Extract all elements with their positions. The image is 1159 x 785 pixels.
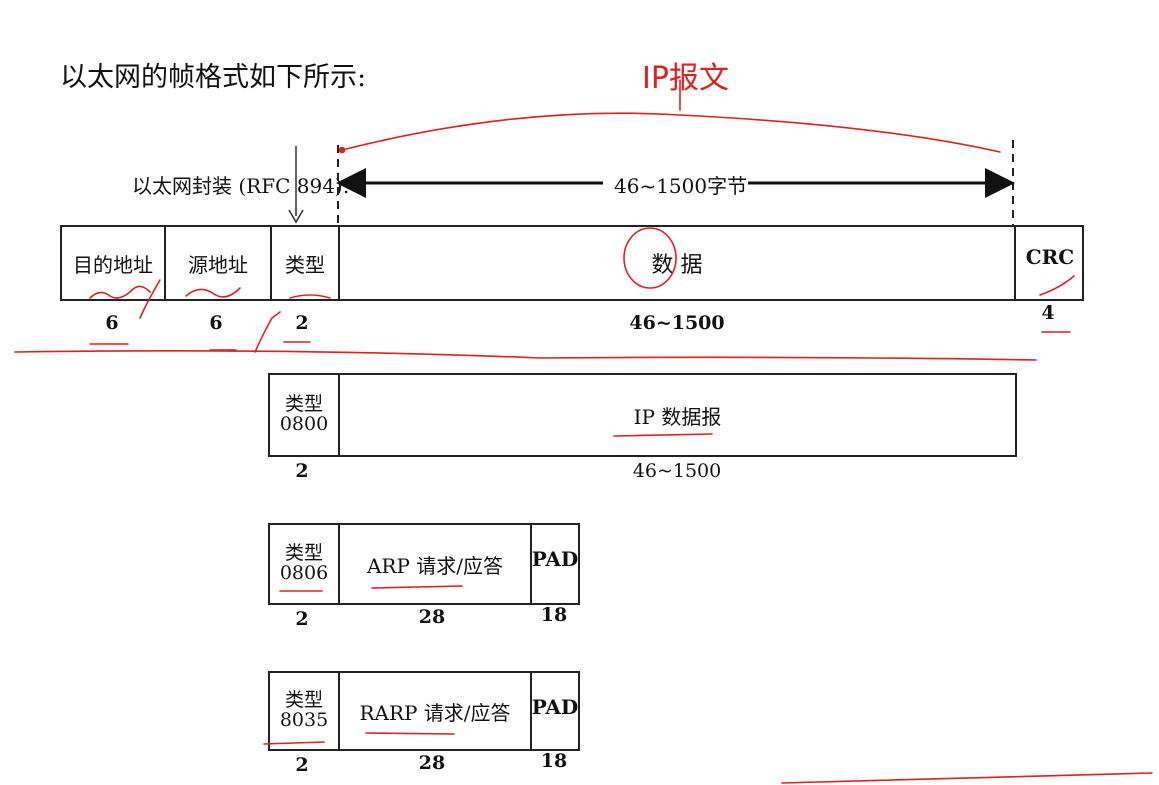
size-crc: 4 bbox=[1041, 302, 1055, 324]
rarp-type-label: 类型 bbox=[284, 689, 323, 712]
arp-type-cell: 类型 0806 bbox=[270, 525, 338, 603]
ethernet-frame: 目的地址 源地址 类型 数 据 CRC bbox=[60, 225, 1084, 301]
size-type: 2 bbox=[295, 312, 309, 334]
ip-type-cell: 类型 0800 bbox=[270, 375, 338, 455]
ip-payload: IP 数据报 bbox=[338, 375, 1015, 455]
size-src-address: 6 bbox=[209, 312, 223, 334]
size-data: 46~1500 bbox=[629, 312, 725, 334]
arp-pad: PAD bbox=[530, 525, 578, 603]
ip-type-label: 类型 bbox=[284, 393, 323, 416]
rarp-payload: RARP 请求/应答 bbox=[338, 673, 530, 749]
rarp-frame: 类型 8035 RARP 请求/应答 PAD bbox=[268, 671, 580, 751]
ip-datagram-frame: 类型 0800 IP 数据报 bbox=[268, 373, 1017, 457]
ip-packet-brace bbox=[341, 112, 1001, 153]
ip-type-code: 0800 bbox=[279, 413, 329, 435]
long-underline-1 bbox=[14, 350, 1037, 361]
field-dest-address: 目的地址 bbox=[73, 252, 153, 277]
field-type: 类型 bbox=[270, 227, 338, 299]
long-underline-2 bbox=[781, 772, 1153, 784]
ip-size-type: 2 bbox=[295, 460, 309, 482]
length-range-label: 46~1500字节 bbox=[608, 176, 754, 196]
field-data: 数 据 bbox=[338, 227, 1014, 299]
arp-payload: ARP 请求/应答 bbox=[338, 525, 530, 603]
ip-size-payload: 46~1500 bbox=[632, 460, 722, 482]
type-pointer-head bbox=[288, 209, 304, 224]
size-dest-address: 6 bbox=[105, 312, 119, 334]
rarp-type-code: 8035 bbox=[279, 709, 329, 731]
arp-size-pad: 18 bbox=[540, 604, 568, 626]
arp-type-label: 类型 bbox=[284, 542, 323, 565]
encapsulation-label: 以太网封装 (RFC 894): bbox=[132, 174, 350, 198]
arp-size-type: 2 bbox=[295, 608, 309, 630]
ip-packet-annotation: IP报文 bbox=[642, 61, 729, 96]
rarp-size-pad: 18 bbox=[540, 750, 568, 772]
field-crc: CRC bbox=[1014, 227, 1084, 299]
arp-size-payload: 28 bbox=[418, 606, 446, 628]
rarp-pad: PAD bbox=[530, 673, 578, 749]
arp-type-code: 0806 bbox=[279, 562, 329, 584]
rarp-size-payload: 28 bbox=[418, 752, 446, 774]
rarp-size-type: 2 bbox=[295, 754, 309, 776]
arp-frame: 类型 0806 ARP 请求/应答 PAD bbox=[268, 523, 580, 605]
rarp-type-cell: 类型 8035 bbox=[270, 673, 338, 749]
page-heading: 以太网的帧格式如下所示: bbox=[60, 62, 367, 93]
field-src-address: 源地址 bbox=[164, 227, 270, 299]
